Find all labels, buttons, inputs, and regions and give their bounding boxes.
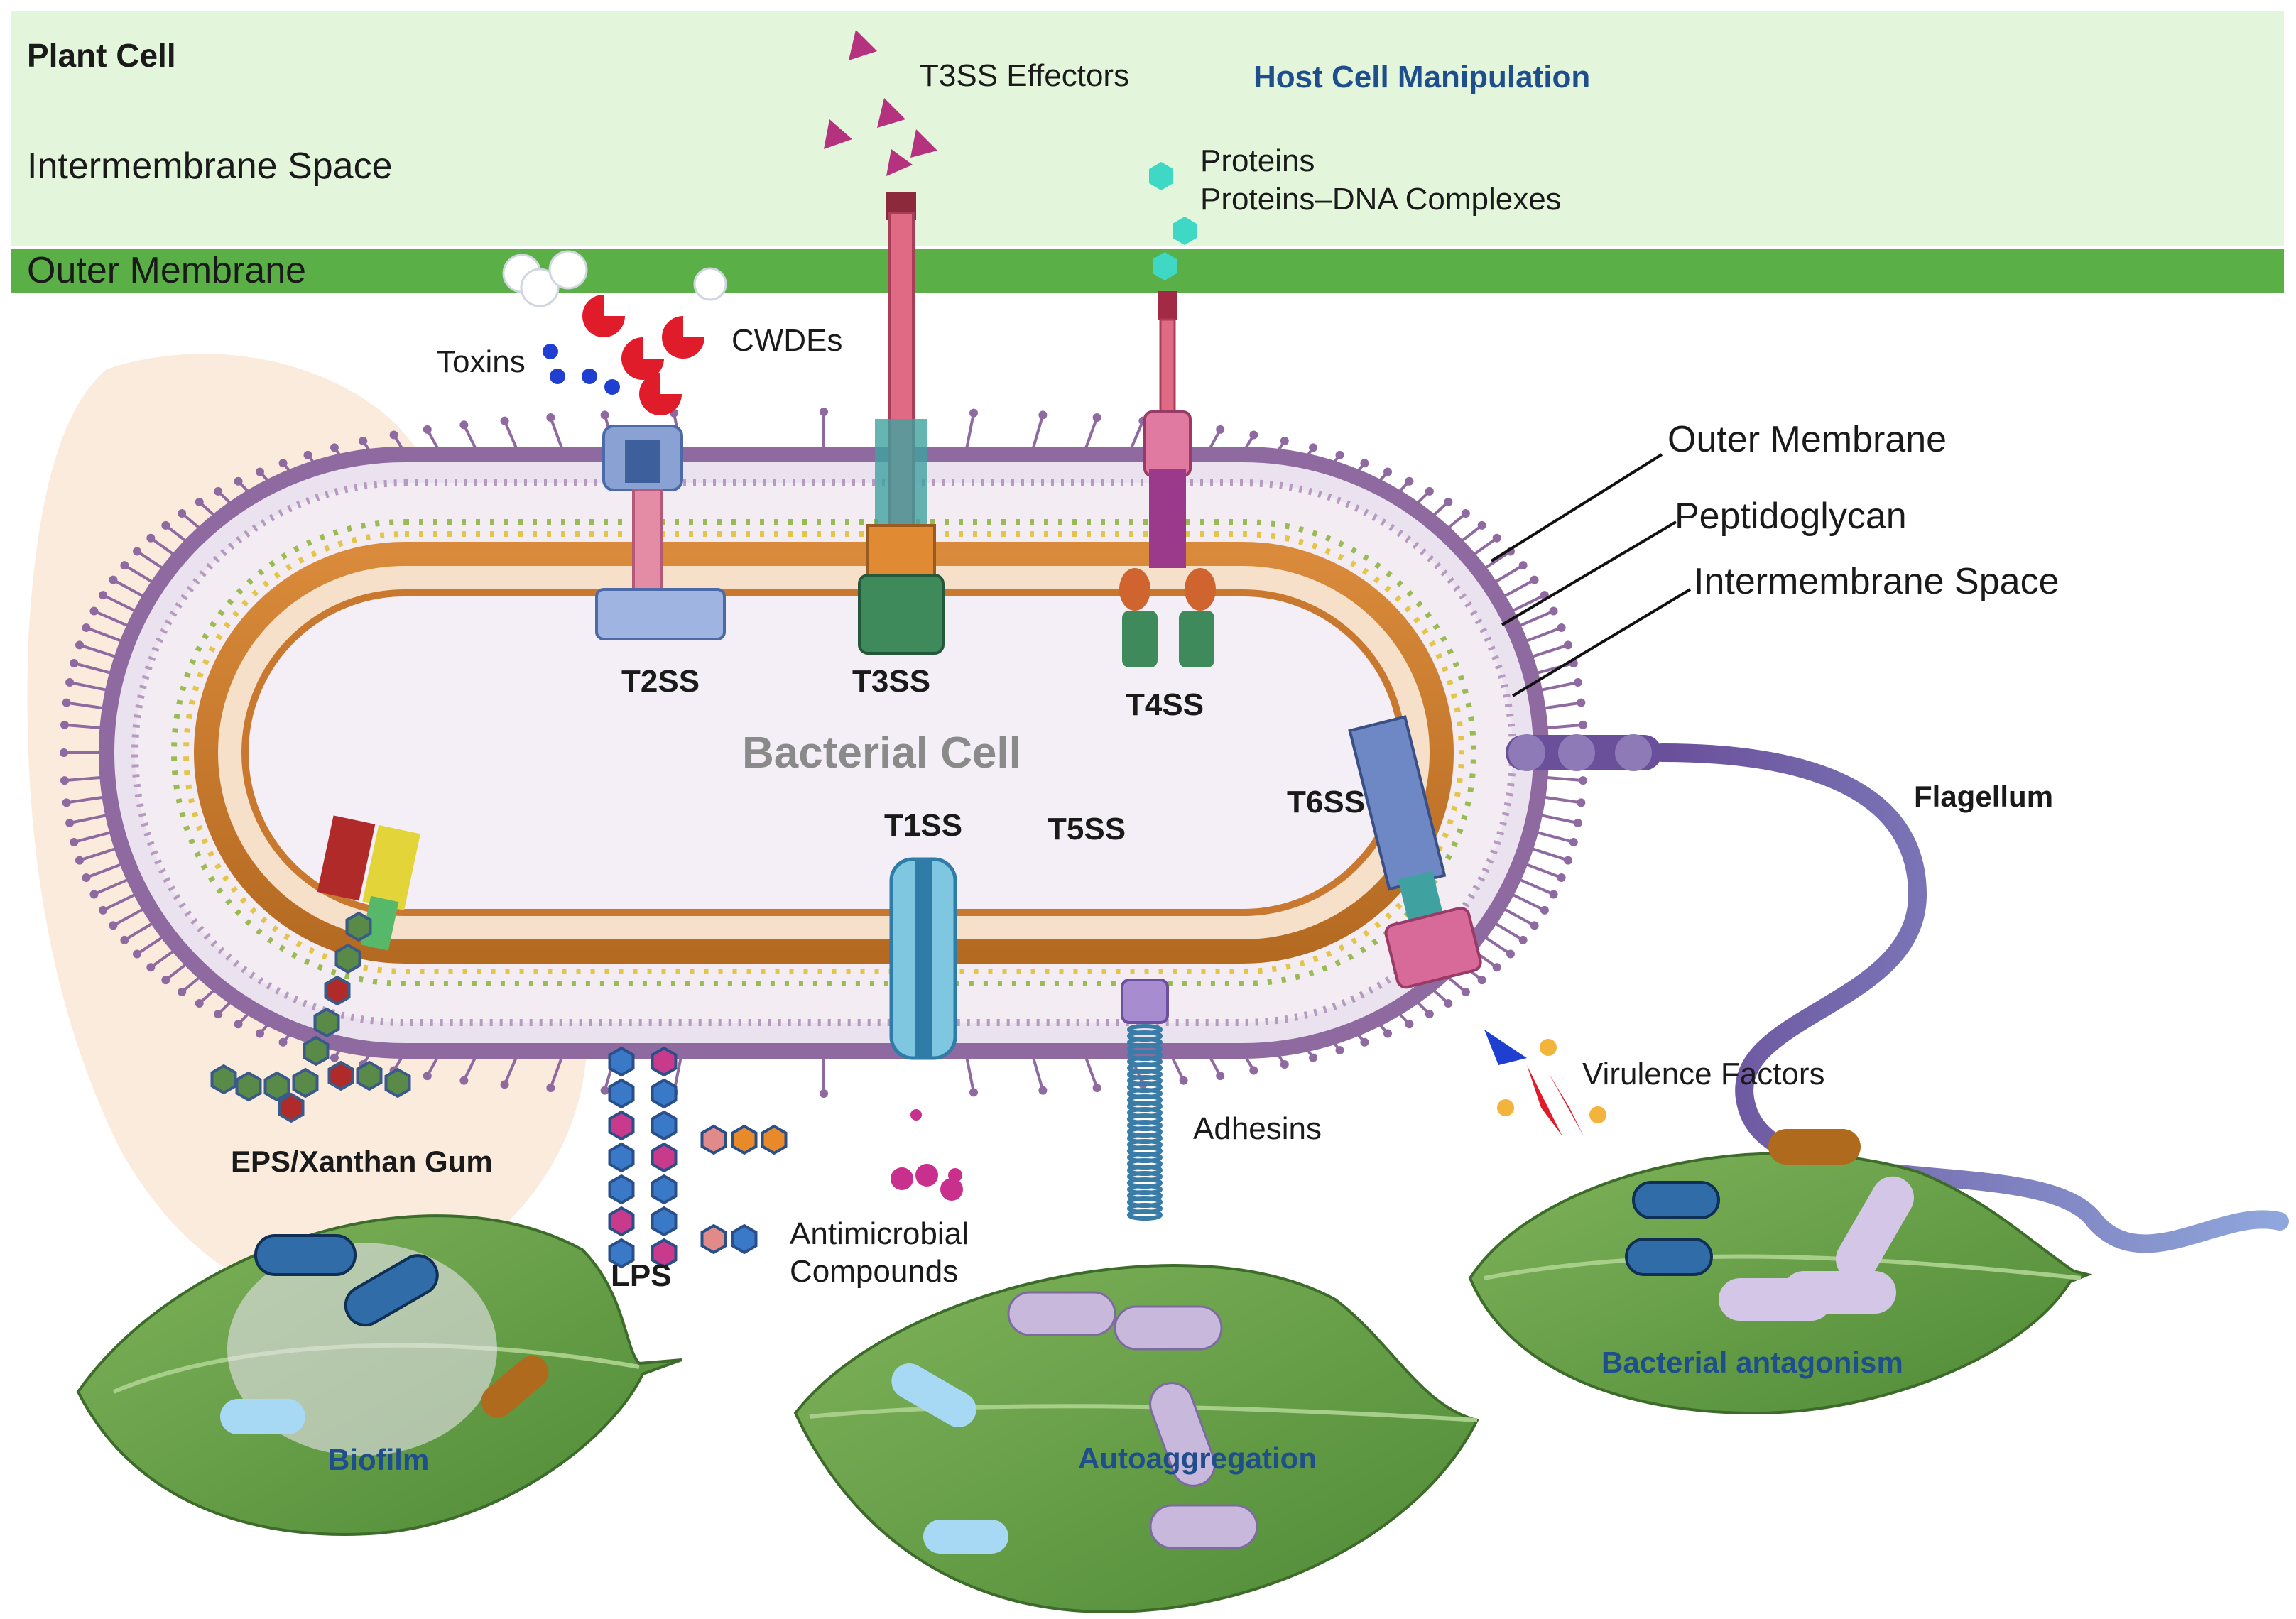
leaf-antagonism	[1468, 1129, 2093, 1415]
label-bacterial-antagonism: Bacterial antagonism	[1601, 1346, 1903, 1379]
toxin-particles	[543, 344, 620, 395]
label-t4ss: T4SS	[1126, 687, 1204, 722]
t3ss-structure	[858, 192, 945, 655]
outer-membrane-band	[11, 249, 2284, 293]
label-plant-cell: Plant Cell	[27, 37, 176, 74]
bacterial-envelope	[60, 408, 1588, 1098]
t1ss-structure	[889, 857, 957, 1060]
plant-cell-region	[11, 11, 2284, 246]
label-flagellum: Flagellum	[1914, 780, 2054, 813]
label-host-cell-manipulation: Host Cell Manipulation	[1253, 60, 1591, 94]
layer-pointer-arrows	[1490, 453, 1692, 697]
label-peptidoglycan: Peptidoglycan	[1675, 496, 1907, 537]
t5ss-structure	[1121, 979, 1169, 1221]
eps-chains	[210, 911, 411, 1123]
label-antimicrobial: Antimicrobial Compounds	[790, 1216, 969, 1289]
eps-transporter	[317, 815, 420, 951]
protein-particles	[1149, 162, 1197, 280]
label-virulence-factors: Virulence Factors	[1582, 1057, 1825, 1091]
label-t2ss: T2SS	[621, 664, 700, 699]
label-adhesins: Adhesins	[1193, 1111, 1322, 1146]
label-intermembrane-space-top: Intermembrane Space	[27, 146, 393, 187]
antimicrobial-particles	[891, 1109, 963, 1201]
label-t6ss: T6SS	[1287, 785, 1366, 819]
label-outer-membrane-top: Outer Membrane	[27, 250, 307, 291]
label-outer-membrane-right: Outer Membrane	[1667, 419, 1947, 460]
flagellum	[1506, 734, 2289, 1253]
label-proteins: Proteins Proteins–DNA Complexes	[1200, 143, 1562, 217]
label-cwdes: CWDEs	[731, 323, 843, 358]
label-lps: LPS	[611, 1258, 672, 1293]
t2ss-structure	[595, 425, 726, 640]
label-t3ss: T3SS	[852, 664, 931, 699]
lps-chains	[608, 1046, 788, 1269]
label-biofilm: Biofilm	[328, 1443, 430, 1476]
leaf-biofilm	[76, 1214, 682, 1536]
label-intermembrane-space-right: Intermembrane Space	[1694, 561, 2060, 602]
label-t3ss-effectors: T3SS Effectors	[920, 58, 1130, 93]
t3ss-effector-particles	[824, 30, 937, 176]
cwde-particles	[582, 295, 704, 415]
t4ss-structure	[1119, 291, 1216, 667]
label-autoaggregation: Autoaggregation	[1078, 1441, 1317, 1475]
label-eps: EPS/Xanthan Gum	[231, 1145, 493, 1178]
t6ss-structure	[1348, 715, 1482, 989]
label-t1ss: T1SS	[884, 808, 963, 843]
cwde-white-particles	[502, 250, 727, 307]
label-toxins: Toxins	[437, 344, 526, 379]
leaf-autoaggregation	[793, 1264, 1479, 1614]
virulence-particles	[1484, 1030, 1606, 1136]
label-bacterial-cell: Bacterial Cell	[742, 729, 1021, 778]
label-t5ss: T5SS	[1048, 812, 1126, 846]
